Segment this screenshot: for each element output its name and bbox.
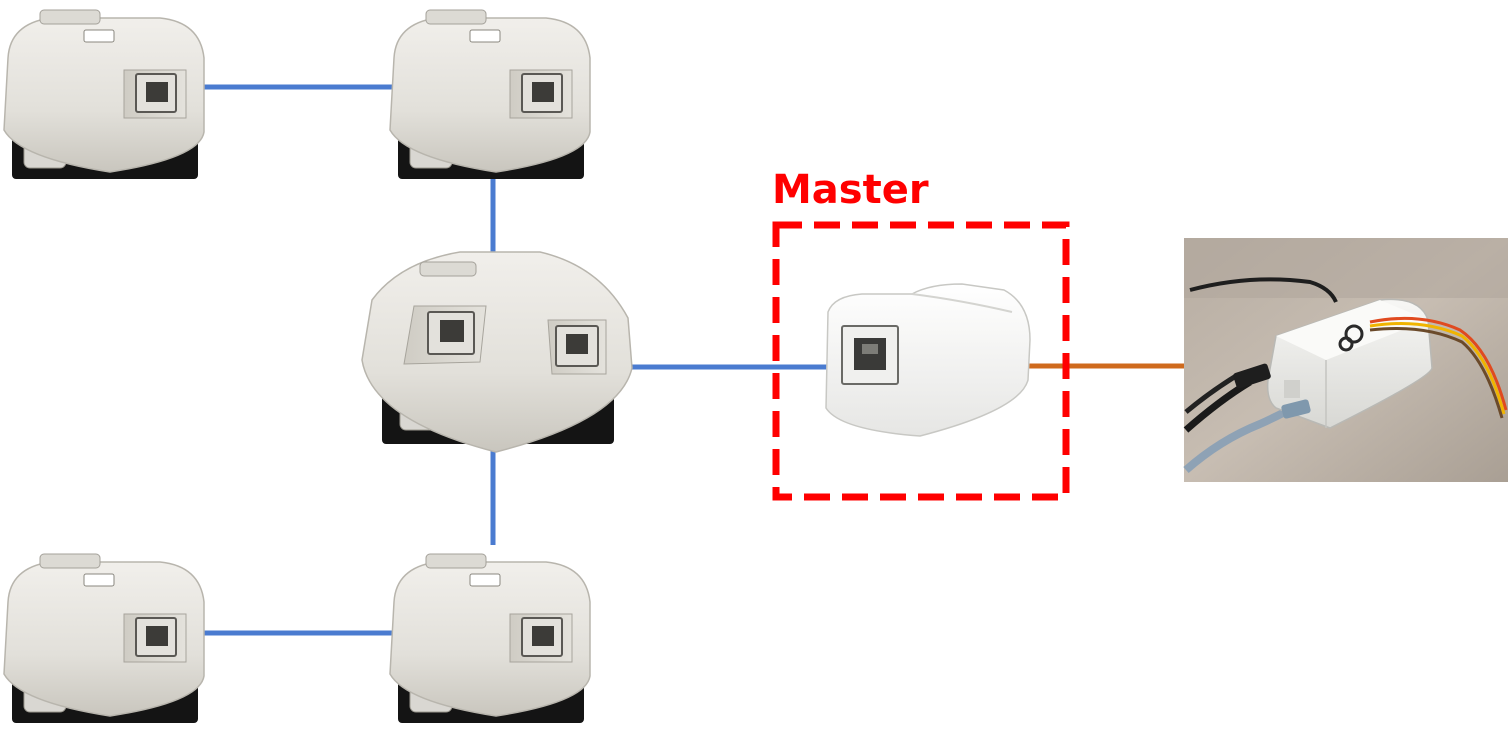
master-highlight-box [772,221,1070,501]
master-label: Master [772,167,929,213]
node-center-hub-module [361,251,633,453]
host-controller-photo [1183,238,1508,482]
node-master-adapter [825,283,1031,437]
node-bottom-left-module [3,553,205,723]
connection-lines [200,84,1186,636]
node-top-right-module [389,9,591,179]
node-top-left-module [3,9,205,179]
node-bottom-right-module [389,553,591,723]
